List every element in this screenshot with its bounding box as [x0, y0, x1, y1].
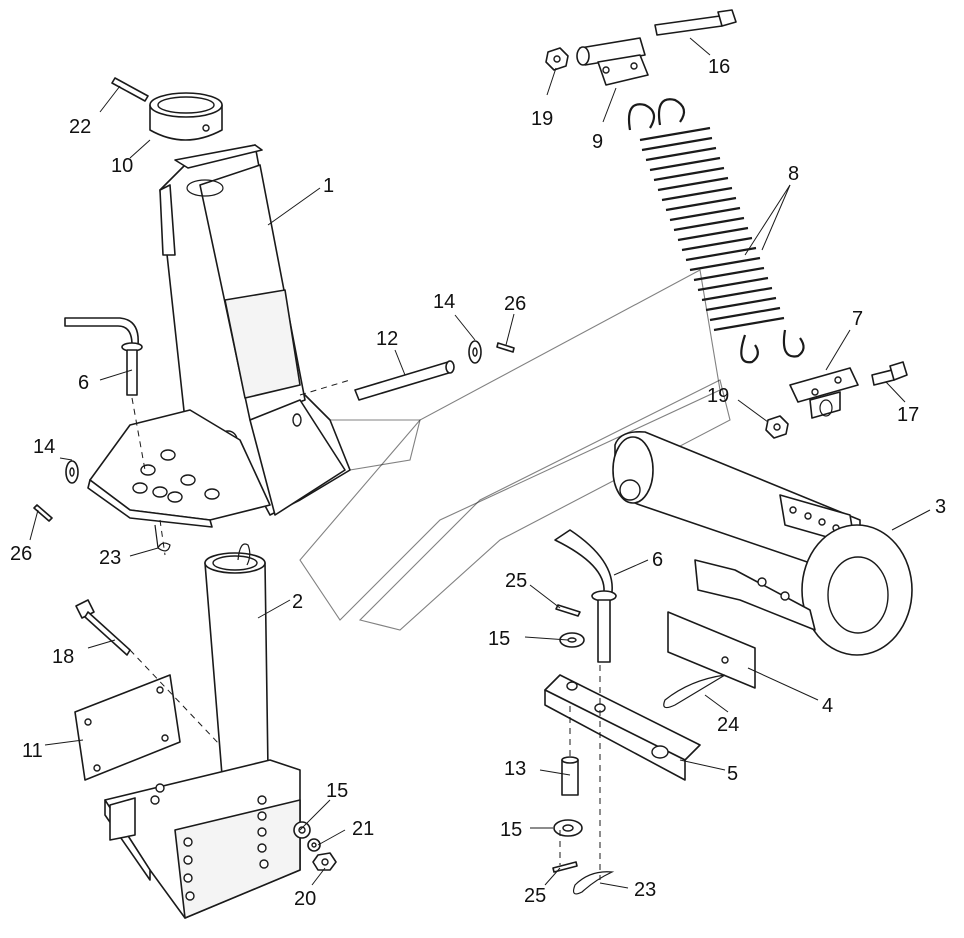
label-7: 7: [852, 308, 863, 330]
part-11-plate: [74, 674, 181, 781]
label-17: 17: [897, 404, 919, 426]
label-13: 13: [504, 758, 526, 780]
label-9: 9: [592, 131, 603, 153]
part-26-cotter-left: [33, 504, 53, 522]
part-4-plate: [667, 611, 756, 689]
label-4: 4: [822, 695, 833, 717]
label-14-center: 14: [433, 291, 455, 313]
part-10-collar: [149, 92, 223, 141]
part-2-tube-post: [204, 543, 269, 776]
leader-lines: [29, 37, 931, 889]
part-5-plate: [544, 674, 701, 781]
label-18: 18: [52, 646, 74, 668]
part-22-pin: [111, 77, 149, 102]
part-6-handle-pin-right: [554, 529, 617, 663]
label-10: 10: [111, 155, 133, 177]
part-19-nut-right: [765, 415, 789, 439]
part-20-nut: [312, 852, 337, 871]
part-18-bolt: [75, 599, 131, 656]
part-21-lock-washer: [307, 838, 321, 852]
part-15-washer-lower-left: [293, 821, 311, 839]
label-24: 24: [717, 714, 739, 736]
part-17-bolt: [871, 361, 908, 386]
label-12: 12: [376, 328, 398, 350]
label-25-upper: 25: [505, 570, 527, 592]
label-26-center: 26: [504, 293, 526, 315]
label-15-lower-left: 15: [326, 780, 348, 802]
label-22: 22: [69, 116, 91, 138]
part-24-clip: [663, 674, 726, 709]
part-9-hinge: [576, 37, 649, 86]
label-14-left: 14: [33, 436, 55, 458]
part-14-washer-center: [468, 340, 482, 364]
label-2: 2: [292, 591, 303, 613]
part-3-tube-disc: [612, 430, 913, 656]
part-23-clip-right: [572, 871, 615, 895]
label-25-lower: 25: [524, 885, 546, 907]
part-8-springs: [627, 98, 805, 364]
part-26-cotter-center: [496, 342, 515, 353]
part-25-cotter-lower: [552, 861, 578, 873]
part-number-labels: 1 2 3 4 5 6 6 7 8 9 10 11 12 13 14 14 15…: [10, 56, 946, 910]
label-23-right: 23: [634, 879, 656, 901]
label-19-right: 19: [707, 385, 729, 407]
part-7-bracket: [789, 367, 859, 419]
label-15-lower: 15: [500, 819, 522, 841]
label-6-right: 6: [652, 549, 663, 571]
part-16-bolt: [654, 9, 737, 36]
assembly-lines: [129, 379, 601, 880]
label-1: 1: [323, 175, 334, 197]
part-15-washer-lower: [553, 819, 583, 837]
part-6-handle-pin-left: [64, 317, 143, 396]
label-11: 11: [22, 740, 43, 762]
label-15-center: 15: [488, 628, 510, 650]
label-21: 21: [352, 818, 374, 840]
label-3: 3: [935, 496, 946, 518]
label-19-top: 19: [531, 108, 553, 130]
part-19-nut-top: [545, 47, 569, 71]
part-14-washer-left: [65, 460, 79, 484]
part-1-base-plate: [87, 409, 271, 528]
part-13-pin: [561, 756, 579, 796]
part-2-lower-bracket: [104, 759, 301, 919]
label-6-left: 6: [78, 372, 89, 394]
part-12-shaft: [354, 360, 455, 401]
label-5: 5: [727, 763, 738, 785]
label-26-left: 26: [10, 543, 32, 565]
label-23-left: 23: [99, 547, 121, 569]
part-25-cotter-upper: [555, 604, 581, 617]
part-23-clip-left: [154, 524, 171, 552]
label-20: 20: [294, 888, 316, 910]
label-16: 16: [708, 56, 730, 78]
label-8: 8: [788, 163, 799, 185]
